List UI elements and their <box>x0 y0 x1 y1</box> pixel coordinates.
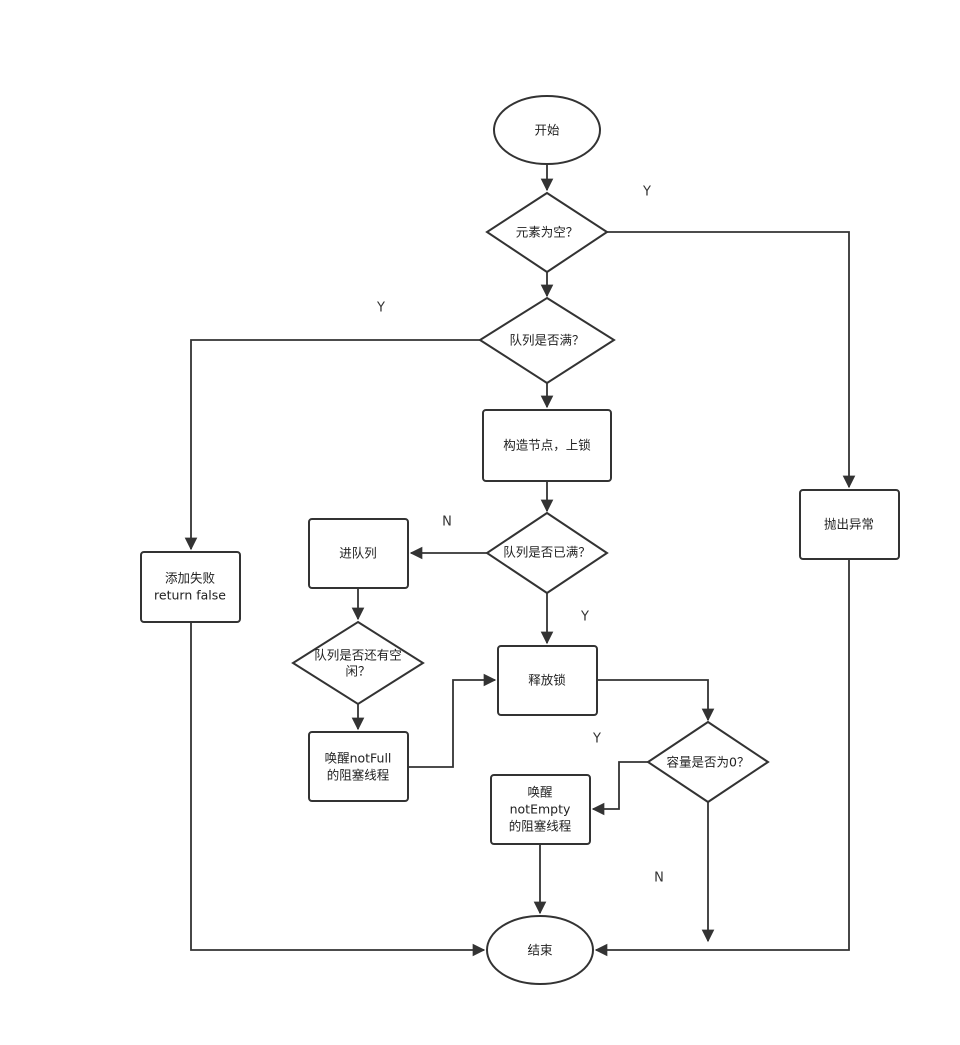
edge-labels: Y Y N Y Y N <box>376 185 664 886</box>
node-cap-check: 容量是否为0？ <box>646 720 770 804</box>
edges <box>184 165 856 957</box>
wake-notempty-box <box>490 774 591 845</box>
wake-notempty-label-line3: 的阻塞线程 <box>509 819 572 834</box>
node-add-fail: 添加失败 return false <box>140 551 241 623</box>
edge-release-to-cap-check <box>598 679 715 722</box>
space-check-label-line2: 闲？ <box>345 664 370 679</box>
end-terminal <box>486 915 594 985</box>
edge-label-full1-yes: Y <box>376 301 385 316</box>
add-fail-label-line2: return false <box>154 588 226 603</box>
add-fail-box <box>140 551 241 623</box>
build-lock-box <box>482 409 612 482</box>
wake-notfull-label-line2: 的阻塞线程 <box>327 768 390 783</box>
node-start: 开始 <box>493 95 601 165</box>
build-lock-label: 构造节点，上锁 <box>503 438 591 453</box>
enqueue-box <box>308 518 409 589</box>
wake-notempty-label-line2: notEmpty <box>510 802 571 817</box>
space-check-label-line1: 队列是否还有空 <box>314 648 402 663</box>
wake-notfull-box <box>308 731 409 802</box>
node-full-check: 队列是否满？ <box>478 296 616 385</box>
enqueue-label: 进队列 <box>339 546 377 561</box>
throw-exception-box <box>799 489 900 560</box>
node-build-lock: 构造节点，上锁 <box>482 409 612 482</box>
null-check-diamond <box>485 191 609 274</box>
node-wake-notempty: 唤醒 notEmpty 的阻塞线程 <box>490 774 591 845</box>
node-end: 结束 <box>486 915 594 985</box>
edge-label-full2-no: N <box>442 515 452 530</box>
node-wake-notfull: 唤醒notFull 的阻塞线程 <box>308 731 409 802</box>
start-label: 开始 <box>534 123 560 138</box>
edge-full-yes-to-add-fail <box>184 339 482 551</box>
edge-cap-yes-to-wake-notempty <box>591 761 649 816</box>
full-check-label: 队列是否满？ <box>509 333 584 348</box>
edge-label-cap-no: N <box>654 871 664 886</box>
space-check-diamond <box>291 620 425 706</box>
edge-add-fail-to-end <box>190 622 486 957</box>
edge-label-cap-yes: Y <box>592 732 601 747</box>
throw-exception-label: 抛出异常 <box>824 517 874 532</box>
node-null-check: 元素为空？ <box>485 191 609 274</box>
end-label: 结束 <box>527 943 553 958</box>
edge-throw-to-end <box>594 560 850 957</box>
edge-wake-notfull-to-release <box>409 673 497 768</box>
node-throw-exception: 抛出异常 <box>799 489 900 560</box>
edge-label-full2-yes: Y <box>580 610 589 625</box>
node-space-check: 队列是否还有空 闲？ <box>291 620 425 706</box>
edge-null-yes-to-throw <box>607 231 856 489</box>
release-lock-label: 释放锁 <box>528 673 566 688</box>
start-terminal <box>493 95 601 165</box>
null-check-label: 元素为空？ <box>516 225 579 240</box>
node-full-check-2: 队列是否已满？ <box>485 511 609 595</box>
full-check-2-label: 队列是否已满？ <box>503 545 591 560</box>
edge-label-null-yes: Y <box>642 185 651 200</box>
full-check-diamond <box>478 296 616 385</box>
add-fail-label-line1: 添加失败 <box>165 571 216 586</box>
cap-check-diamond <box>646 720 770 804</box>
full-check-2-diamond <box>485 511 609 595</box>
node-release-lock: 释放锁 <box>497 645 598 716</box>
cap-check-label: 容量是否为0？ <box>667 755 750 770</box>
wake-notfull-label-line1: 唤醒notFull <box>325 751 392 766</box>
release-lock-box <box>497 645 598 716</box>
wake-notempty-label-line1: 唤醒 <box>527 785 553 800</box>
node-enqueue: 进队列 <box>308 518 409 589</box>
